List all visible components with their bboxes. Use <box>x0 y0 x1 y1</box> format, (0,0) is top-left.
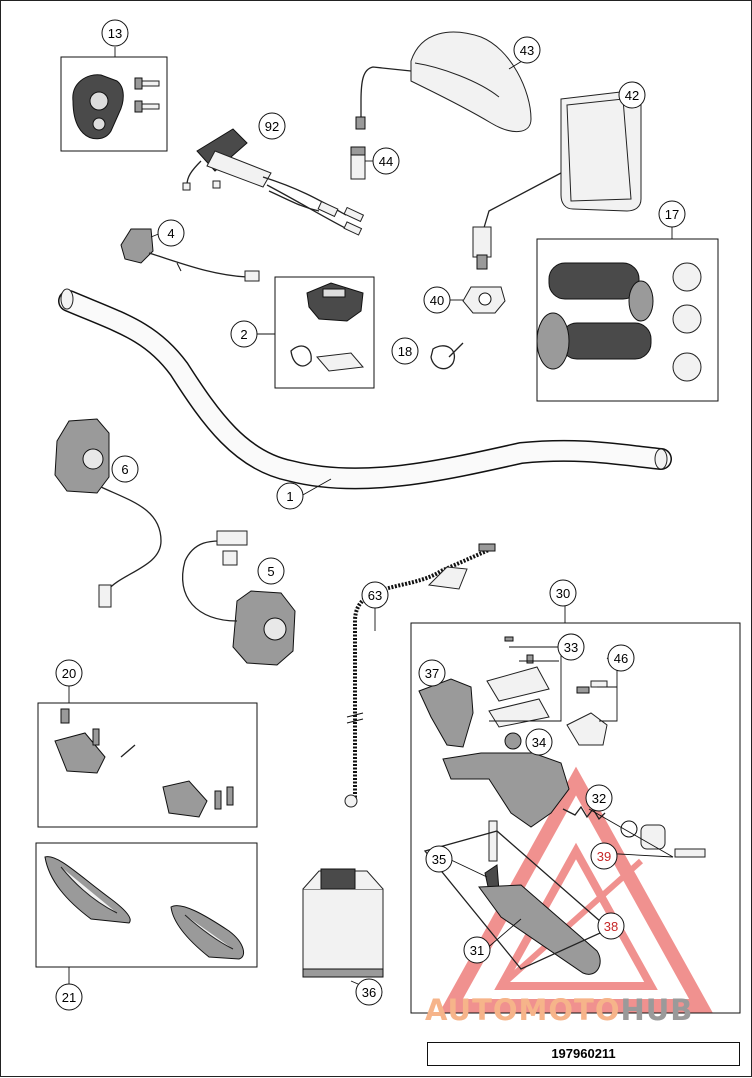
svg-text:35: 35 <box>432 852 446 867</box>
svg-text:30: 30 <box>556 586 570 601</box>
watermark-logo: AUTOMOTOHUB <box>425 993 745 1033</box>
part-30-master-cylinder <box>418 636 706 975</box>
callout-38: 38 <box>597 912 625 940</box>
part-20-mounting-kit <box>54 708 234 818</box>
svg-text:34: 34 <box>532 735 546 750</box>
svg-text:17: 17 <box>665 207 679 222</box>
svg-text:46: 46 <box>614 651 628 666</box>
box-21 <box>35 842 258 968</box>
svg-text:37: 37 <box>425 666 439 681</box>
callout-39: 39 <box>590 842 618 870</box>
callout-42: 42 <box>618 81 646 109</box>
svg-text:18: 18 <box>398 344 412 359</box>
callout-1: 1 <box>276 482 304 510</box>
svg-text:33: 33 <box>564 640 578 655</box>
callout-46: 46 <box>607 644 635 672</box>
box-2 <box>274 276 375 389</box>
watermark-text-b: HUB <box>620 993 694 1027</box>
callouts: 13 92 43 44 42 4 17 2 40 18 6 1 5 63 30 … <box>55 19 686 1011</box>
callout-21: 21 <box>55 983 83 1011</box>
callout-35: 35 <box>425 845 453 873</box>
svg-text:44: 44 <box>379 154 393 169</box>
svg-text:2: 2 <box>240 327 247 342</box>
svg-text:31: 31 <box>470 943 484 958</box>
part-21-hand-guards <box>44 856 245 960</box>
part-5-switch-harness <box>181 530 296 666</box>
svg-text:5: 5 <box>267 564 274 579</box>
svg-text:43: 43 <box>520 43 534 58</box>
box-20 <box>37 702 258 828</box>
callout-13: 13 <box>101 19 129 47</box>
callout-6: 6 <box>111 455 139 483</box>
part-6-switch-harness <box>54 418 162 608</box>
part-63-brake-line <box>344 543 496 808</box>
part-42-mirror <box>472 90 642 270</box>
svg-text:1: 1 <box>286 489 293 504</box>
callout-31: 31 <box>463 936 491 964</box>
callout-20: 20 <box>55 659 83 687</box>
part-36-fluid-bottle <box>302 868 384 978</box>
callout-33: 33 <box>557 633 585 661</box>
part-17-grips <box>536 262 702 382</box>
svg-text:39: 39 <box>597 849 611 864</box>
callout-17: 17 <box>658 200 686 228</box>
callout-18: 18 <box>391 337 419 365</box>
callout-5: 5 <box>257 557 285 585</box>
part-2-switch <box>290 282 364 372</box>
svg-text:13: 13 <box>108 26 122 41</box>
document-number: 197960211 <box>427 1042 740 1066</box>
box-30 <box>410 622 741 1014</box>
svg-text:20: 20 <box>62 666 76 681</box>
svg-text:40: 40 <box>430 293 444 308</box>
callout-36: 36 <box>355 978 383 1006</box>
callout-40: 40 <box>423 286 451 314</box>
part-18-cable-tie <box>430 342 464 370</box>
svg-text:42: 42 <box>625 88 639 103</box>
part-44-adapter <box>350 146 366 180</box>
callout-4: 4 <box>157 219 185 247</box>
box-13 <box>60 56 168 152</box>
svg-text:92: 92 <box>265 119 279 134</box>
callout-2: 2 <box>230 320 258 348</box>
document-number-text: 197960211 <box>551 1046 616 1061</box>
part-92-throttle-assembly <box>182 128 365 236</box>
part-43-mirror <box>355 31 532 132</box>
svg-text:21: 21 <box>62 990 76 1005</box>
callout-92: 92 <box>258 112 286 140</box>
callout-43: 43 <box>513 36 541 64</box>
callout-37: 37 <box>418 659 446 687</box>
callout-63: 63 <box>361 581 389 609</box>
svg-text:38: 38 <box>604 919 618 934</box>
svg-text:32: 32 <box>592 791 606 806</box>
box-17 <box>536 238 719 402</box>
part-13-switch-housing <box>72 74 160 140</box>
callout-44: 44 <box>372 147 400 175</box>
callout-30: 30 <box>549 579 577 607</box>
svg-text:6: 6 <box>121 462 128 477</box>
part-40-clamp <box>462 286 506 314</box>
callout-34: 34 <box>525 728 553 756</box>
part-4-switch-cable <box>120 228 260 282</box>
svg-text:4: 4 <box>167 226 174 241</box>
watermark-text-a: AUTOMOTO <box>425 993 621 1027</box>
callout-32: 32 <box>585 784 613 812</box>
part-1-handlebar <box>58 288 672 490</box>
svg-text:36: 36 <box>362 985 376 1000</box>
svg-text:63: 63 <box>368 588 382 603</box>
